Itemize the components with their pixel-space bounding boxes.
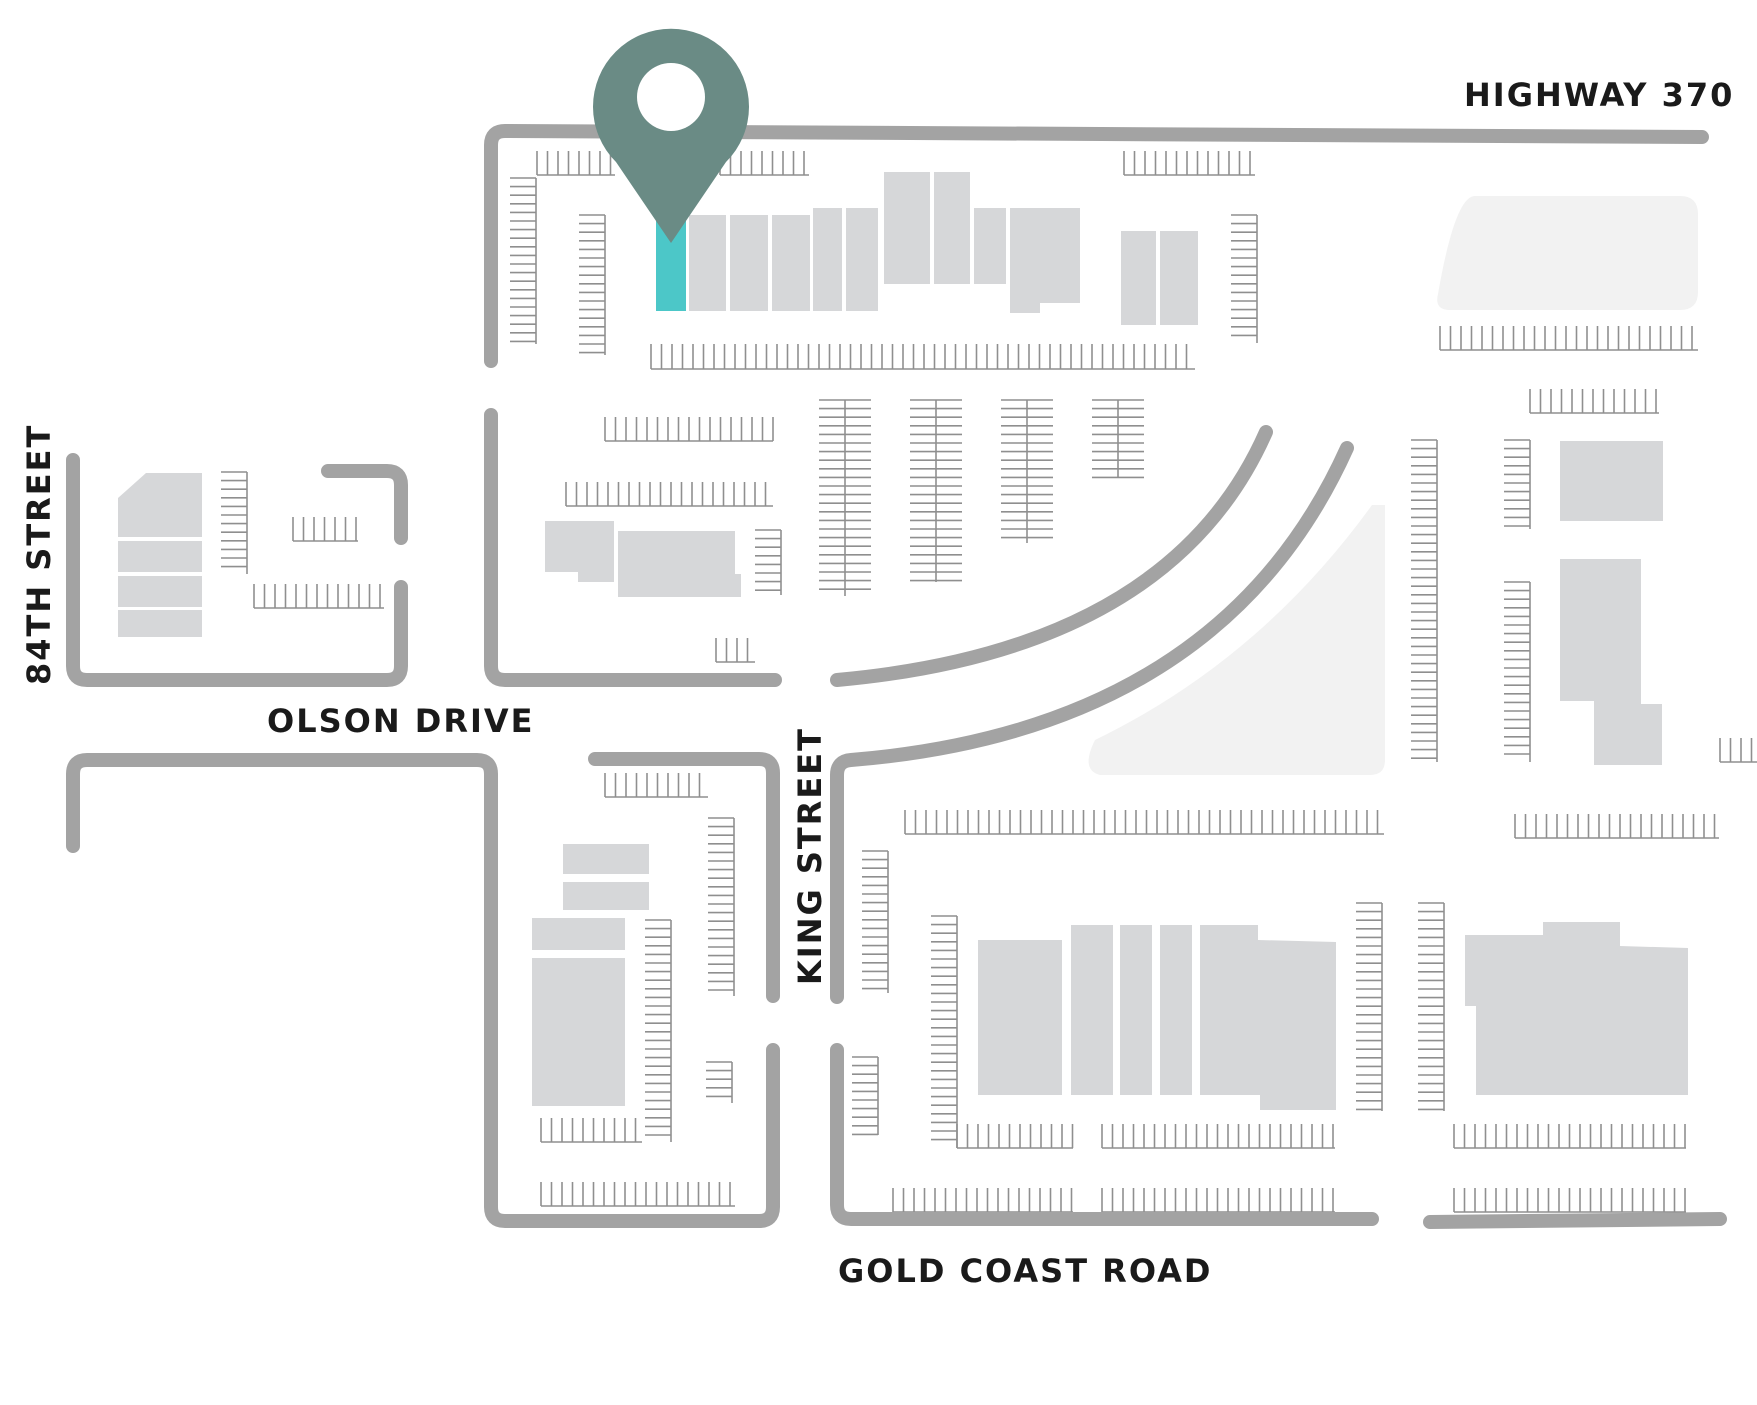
building	[118, 576, 202, 607]
building	[563, 882, 649, 910]
building	[118, 541, 202, 572]
olson-drive-south-road	[66, 753, 780, 1228]
building	[772, 215, 810, 311]
open-lots	[1088, 196, 1698, 775]
lot-triangle	[1088, 505, 1385, 775]
building	[118, 610, 202, 637]
building	[1160, 231, 1198, 325]
gold-coast-road-east	[1423, 1212, 1727, 1229]
building	[563, 844, 649, 874]
olson-drive-east-road	[830, 425, 1273, 687]
buildings	[118, 172, 1688, 1110]
building	[1121, 231, 1156, 325]
lot-northeast	[1437, 196, 1698, 310]
84th-street-road	[66, 453, 408, 687]
king-street-curve-road	[830, 441, 1354, 1004]
building	[934, 172, 970, 284]
building	[1010, 208, 1080, 313]
king-street-west-road	[588, 752, 780, 1003]
building	[1160, 925, 1192, 1095]
building	[1200, 925, 1336, 1110]
building	[532, 918, 625, 950]
roads	[66, 124, 1727, 1229]
building	[1560, 441, 1663, 521]
building	[978, 940, 1062, 1095]
building	[1071, 925, 1113, 1095]
building	[618, 531, 741, 597]
street-label-olson-drive: OLSON DRIVE	[267, 702, 535, 740]
building	[730, 215, 768, 311]
street-label-king-street: KING STREET	[791, 727, 829, 985]
building	[689, 215, 726, 311]
building	[545, 521, 614, 582]
street-label-84th-street: 84TH STREET	[20, 423, 58, 685]
gold-coast-road	[830, 1043, 1379, 1226]
street-label-highway-370: HIGHWAY 370	[1464, 76, 1735, 114]
building	[532, 958, 625, 1106]
building	[1465, 922, 1688, 1095]
building	[1560, 559, 1662, 765]
map-pin-marker	[593, 28, 749, 243]
street-label-gold-coast-road: GOLD COAST ROAD	[838, 1252, 1213, 1290]
building	[974, 208, 1006, 284]
olson-drive-north-road	[484, 408, 782, 687]
parking-stalls	[221, 151, 1757, 1213]
building	[884, 172, 930, 284]
84th-loop-road	[321, 464, 408, 545]
highway-370-road	[484, 124, 1709, 368]
building	[1120, 925, 1152, 1095]
map-pin-hole	[637, 63, 705, 131]
map-pin-icon[interactable]	[593, 28, 749, 243]
building	[813, 208, 842, 311]
building	[118, 473, 202, 537]
building	[846, 208, 878, 311]
